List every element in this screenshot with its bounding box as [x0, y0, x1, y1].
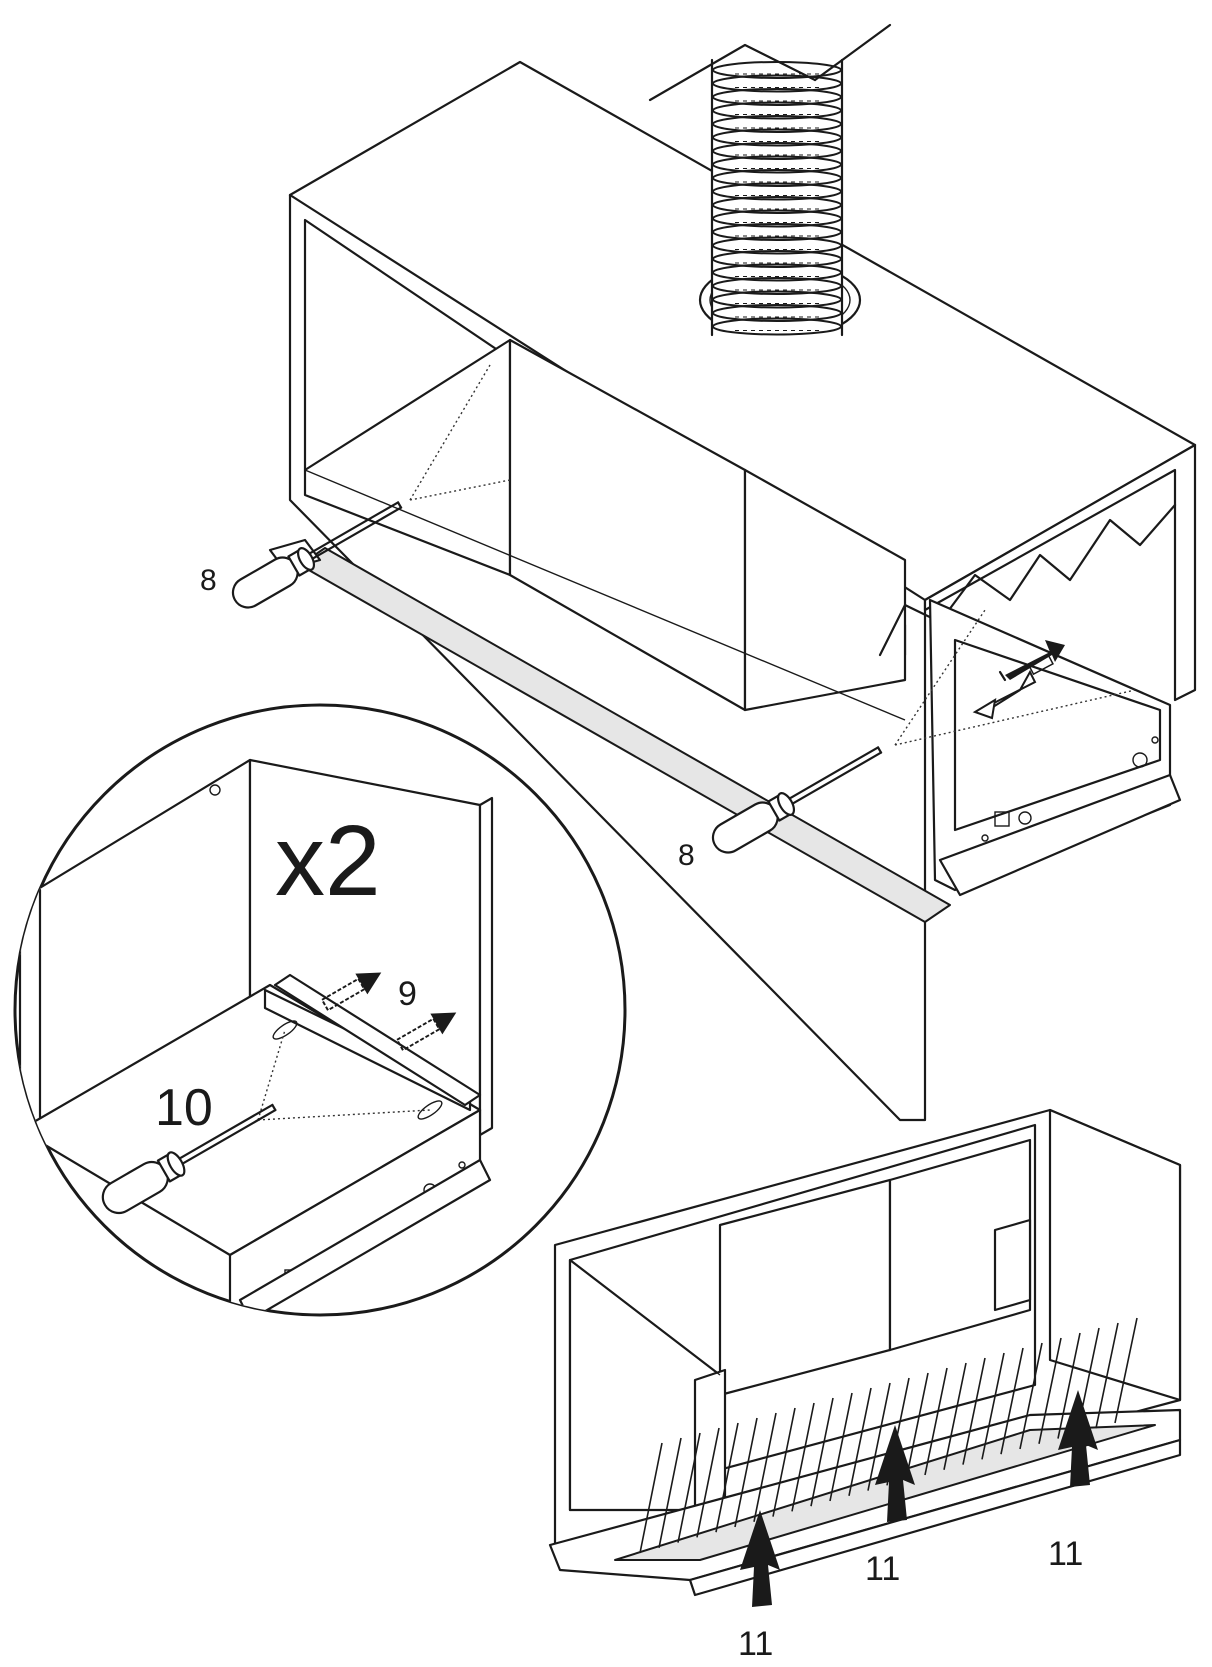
break-line — [878, 503, 1177, 657]
duct-coil — [712, 304, 842, 322]
duct-coil — [712, 196, 842, 214]
filter-slat — [734, 1417, 758, 1528]
filter-slat — [962, 1357, 986, 1465]
filter-slat — [905, 1372, 929, 1481]
hood-insert-top — [268, 538, 1182, 923]
filter-arrows — [740, 1390, 1098, 1607]
filter-slat — [715, 1422, 739, 1533]
duct-coil — [712, 128, 842, 147]
duct-coil — [712, 155, 842, 174]
filter-slat — [1095, 1322, 1119, 1429]
filter-slat — [1114, 1317, 1138, 1424]
duct-coil — [712, 115, 842, 133]
screw-arrows-top — [972, 640, 1065, 720]
duct-coil — [712, 88, 842, 106]
duct-coil — [712, 250, 842, 268]
detail-view: x2 9 10 — [13, 703, 627, 1317]
duct-coil — [712, 74, 842, 93]
filter-slat — [1038, 1337, 1062, 1444]
filter-slat — [639, 1442, 663, 1554]
filter-slat — [829, 1392, 853, 1502]
callout-detail-screwdriver: 10 — [155, 1079, 213, 1137]
callout-filter-middle: 11 — [865, 1550, 900, 1588]
duct-coil — [712, 101, 842, 120]
duct-coil — [712, 277, 842, 295]
filter-slat — [677, 1432, 701, 1543]
screwdriver-icon — [711, 746, 883, 854]
filter-slat — [981, 1352, 1005, 1460]
filter-slat — [772, 1407, 796, 1517]
duct-coil — [712, 169, 842, 187]
duct-coil — [712, 317, 842, 336]
filter-slat — [943, 1362, 967, 1470]
duct-coil — [712, 142, 842, 160]
screwdriver-icon — [231, 501, 403, 609]
filter-slat — [1019, 1342, 1043, 1450]
filter-slat — [810, 1397, 834, 1507]
callout-screw-right: 8 — [678, 839, 695, 872]
filter-slat — [867, 1382, 891, 1491]
duct-coil — [712, 182, 842, 201]
callout-screw-left: 8 — [200, 564, 217, 597]
filter-tray — [548, 1317, 1182, 1597]
duct-coil — [712, 223, 842, 241]
callout-detail-screws: 9 — [398, 975, 417, 1013]
filter-slat — [791, 1402, 815, 1512]
filter-slat — [658, 1437, 682, 1548]
callout-filter-right: 11 — [1048, 1535, 1083, 1573]
flexible-duct — [648, 23, 892, 340]
filter-slat — [753, 1412, 777, 1522]
filter-slat — [924, 1367, 948, 1476]
duct-coil — [712, 290, 842, 309]
duct-coil — [712, 263, 842, 282]
filter-slat — [1000, 1347, 1024, 1455]
callout-filter-left: 11 — [738, 1625, 773, 1663]
filter-slat — [848, 1387, 872, 1496]
filter-slat — [696, 1427, 720, 1538]
filter-slat — [1057, 1332, 1081, 1439]
duct-coil — [712, 209, 842, 228]
guide-lines-top — [409, 364, 1136, 746]
duct-coil — [712, 236, 842, 255]
lower-cabinet — [553, 1108, 1182, 1557]
callout-multiplier: x2 — [275, 805, 381, 917]
